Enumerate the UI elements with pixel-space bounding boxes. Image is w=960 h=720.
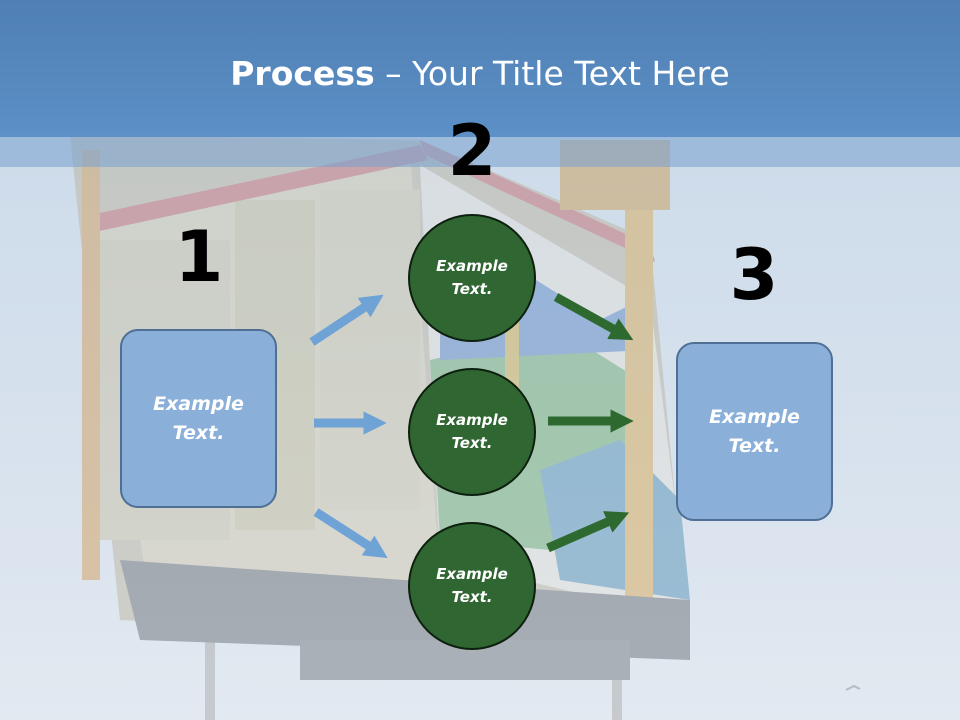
slide-title: Process – Your Title Text Here: [0, 52, 960, 96]
blue-arrow-down: [313, 508, 388, 559]
title-band: [0, 137, 960, 167]
title-strong: Process: [230, 54, 375, 93]
green-arrow-down: [553, 293, 634, 341]
title-bar: [0, 0, 960, 137]
circle-bottom-text: Example Text.: [436, 565, 508, 606]
step-number-3: 3: [729, 234, 779, 316]
step-number-1: 1: [174, 216, 224, 298]
step-number-2: 2: [447, 110, 497, 192]
circle-bottom[interactable]: Example Text.: [408, 522, 536, 650]
blue-arrow-up: [309, 294, 384, 346]
circle-middle-text: Example Text.: [436, 411, 508, 452]
green-arrow-up: [546, 511, 630, 553]
title-rest: – Your Title Text Here: [374, 54, 730, 93]
left-example-box[interactable]: Example Text.: [120, 329, 277, 508]
right-box-text: Example Text.: [709, 405, 800, 457]
left-box-text: Example Text.: [153, 392, 244, 444]
circle-top-text: Example Text.: [436, 257, 508, 298]
circle-middle[interactable]: Example Text.: [408, 368, 536, 496]
right-example-box[interactable]: Example Text.: [676, 342, 833, 521]
circle-top[interactable]: Example Text.: [408, 214, 536, 342]
